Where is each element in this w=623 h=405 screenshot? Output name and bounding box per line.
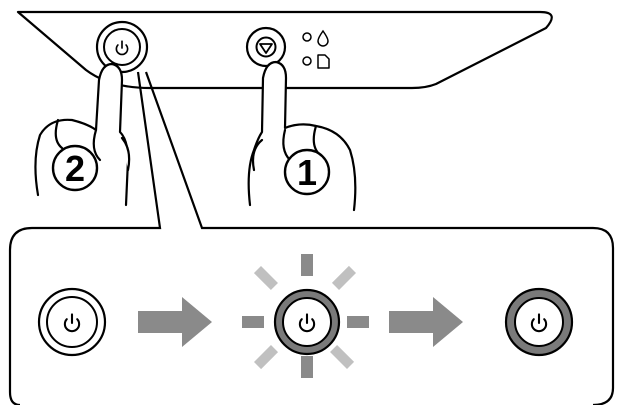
arrow-2 (389, 297, 463, 347)
power-button[interactable] (95, 20, 149, 74)
zoom-callout (8, 71, 615, 405)
paper-indicator (302, 54, 330, 69)
light-rays (242, 254, 369, 378)
stop-icon (255, 36, 277, 58)
ink-drop-icon (317, 29, 329, 47)
paper-icon (317, 54, 330, 69)
power-state-on (504, 287, 574, 357)
power-state-flashing (242, 254, 369, 378)
svg-text:2: 2 (65, 148, 85, 189)
stop-button[interactable] (245, 26, 287, 68)
step-marker-2: ② 2 (51, 144, 99, 192)
step-marker-1: ① 1 (283, 148, 331, 196)
svg-text:1: 1 (297, 152, 317, 193)
arrow-1 (138, 297, 212, 347)
power-state-off (37, 287, 107, 357)
ink-indicator (302, 29, 329, 47)
